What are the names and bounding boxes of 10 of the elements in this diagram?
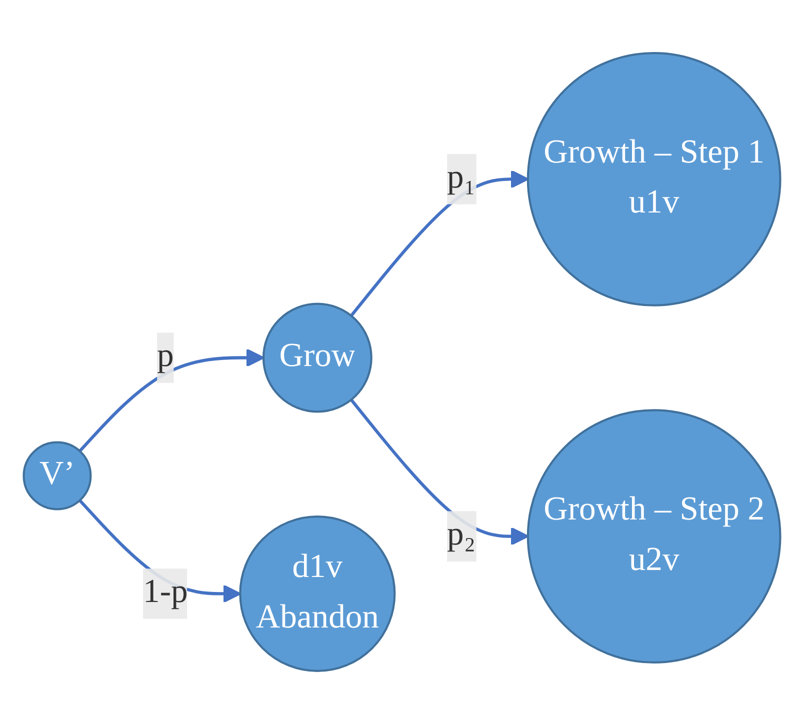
edge-label: p₁ [447, 160, 476, 196]
edge-label: p₂ [447, 517, 476, 554]
edge-label: 1-p [143, 574, 188, 611]
node-circle: Grow [262, 302, 372, 413]
node-circle: Growth – Step 2 u2v [526, 409, 782, 664]
node-circle: Growth – Step 1 u1v [526, 52, 782, 306]
arrow [78, 348, 264, 452]
node-circle: d1v Abandon [239, 515, 396, 672]
node-circle: V’ [22, 441, 92, 510]
edge-label: p [157, 338, 174, 375]
